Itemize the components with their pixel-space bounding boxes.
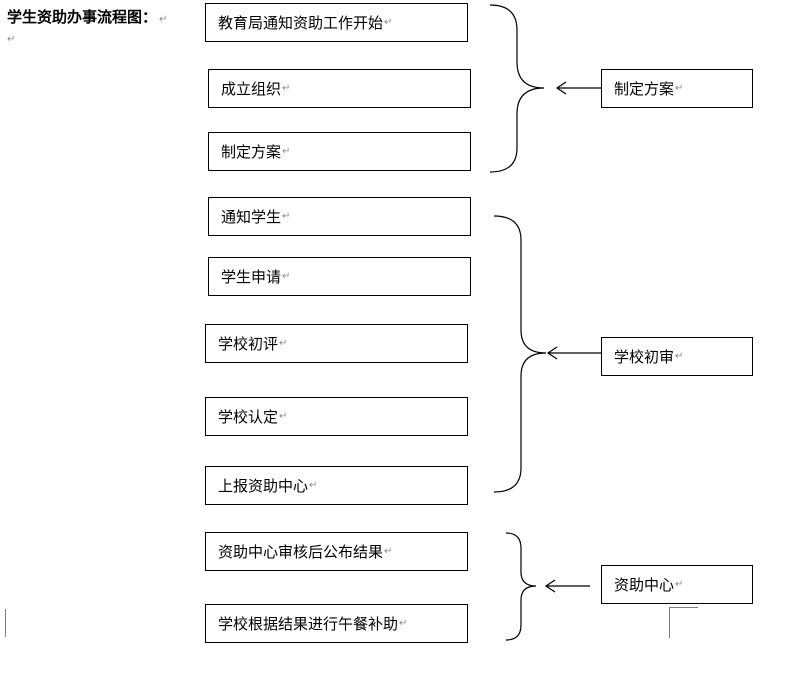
step-box-audit-publish: 资助中心审核后公布结果↵: [205, 532, 468, 571]
stage-box-plan: 制定方案↵: [601, 69, 753, 108]
arrow-school: [546, 346, 601, 360]
return-mark: ↵: [282, 83, 291, 94]
return-mark: ↵: [675, 351, 684, 362]
brace-group-center: [505, 532, 537, 641]
return-mark: ↵: [399, 618, 408, 629]
return-mark: ↵: [675, 83, 684, 94]
return-mark: ↵: [282, 211, 291, 222]
step-box-notice: 教育局通知资助工作开始↵: [205, 3, 468, 42]
brace-group-school: [493, 215, 547, 493]
step-box-confirm: 学校认定↵: [205, 397, 468, 436]
return-mark: ↵: [282, 146, 291, 157]
paragraph-mark: ↵: [7, 34, 16, 45]
return-mark: ↵: [675, 579, 684, 590]
page-title: 学生资助办事流程图：↵: [7, 8, 168, 26]
return-mark: ↵: [282, 271, 291, 282]
step-box-report: 上报资助中心↵: [205, 466, 468, 505]
stage-box-aid-center: 资助中心↵: [601, 565, 753, 604]
arrow-plan: [555, 81, 601, 95]
return-mark: ↵: [309, 480, 318, 491]
step-box-initial-review: 学校初评↵: [205, 324, 468, 363]
page-corner-mark-left: [0, 609, 6, 637]
page-corner-mark-right: [669, 607, 698, 638]
return-mark: ↵: [279, 338, 288, 349]
return-mark: ↵: [159, 14, 168, 25]
step-box-lunch-subsidy: 学校根据结果进行午餐补助↵: [205, 604, 468, 643]
step-box-notify-students: 通知学生↵: [208, 197, 471, 236]
step-box-plan: 制定方案↵: [208, 132, 471, 171]
step-box-student-apply: 学生申请↵: [208, 257, 471, 296]
return-mark: ↵: [384, 546, 393, 557]
stage-box-school-review: 学校初审↵: [601, 337, 753, 376]
arrow-center: [544, 579, 590, 593]
return-mark: ↵: [279, 411, 288, 422]
brace-group-plan: [489, 4, 545, 173]
return-mark: ↵: [384, 17, 393, 28]
step-box-organize: 成立组织↵: [208, 69, 471, 108]
